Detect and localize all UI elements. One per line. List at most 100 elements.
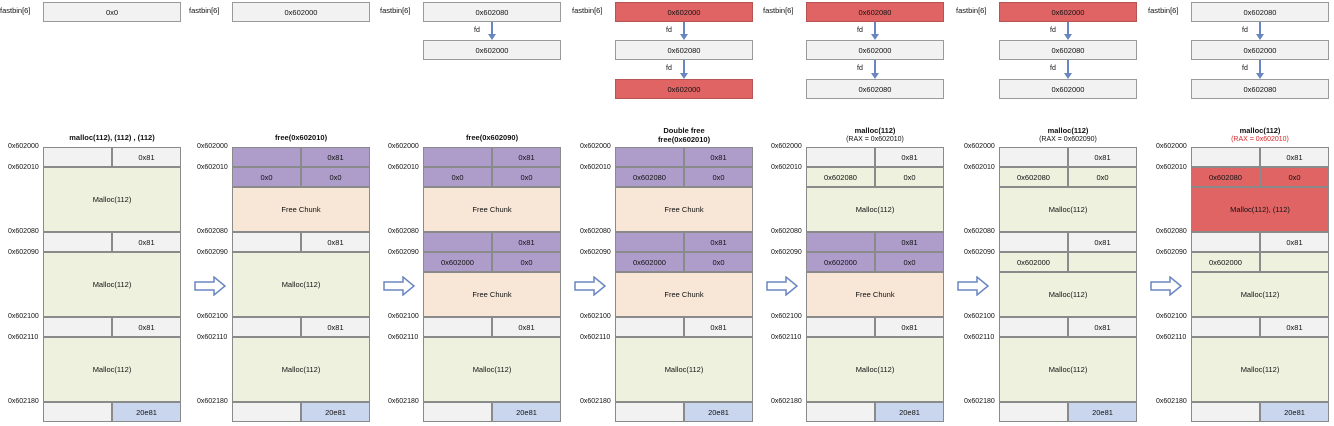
address-label: 0x602100 (197, 313, 228, 320)
address-label: 0x602180 (771, 398, 802, 405)
fd-arrow-head (871, 34, 879, 40)
fd-label: fd (666, 65, 672, 72)
address-label: 0x602180 (197, 398, 228, 405)
memory-cell (423, 147, 492, 167)
address-label: 0x602110 (197, 334, 228, 341)
fd-link-line (1067, 22, 1069, 34)
panel-title: Double free (663, 126, 705, 135)
address-label: 0x602010 (580, 164, 611, 171)
memory-cell (423, 317, 492, 337)
address-label: 0x602110 (771, 334, 802, 341)
memory-cell (1260, 252, 1329, 272)
memory-cell (806, 232, 875, 252)
transition-arrow-icon (383, 276, 415, 296)
memory-cell: Malloc(112) (423, 337, 561, 402)
memory-cell: 20e81 (875, 402, 944, 422)
memory-cell: 20e81 (1260, 402, 1329, 422)
address-label: 0x602090 (197, 249, 228, 256)
fastbin-entry: 0x602080 (806, 79, 944, 99)
memory-cell: 0x81 (301, 317, 370, 337)
fastbin-entry: 0x602000 (806, 40, 944, 60)
address-label: 0x602080 (580, 228, 611, 235)
memory-cell: Malloc(112) (615, 337, 753, 402)
fastbin-label: fastbin[6] (380, 6, 411, 15)
memory-cell: 0x81 (684, 147, 753, 167)
address-label: 0x602080 (197, 228, 228, 235)
fd-arrow-head (1064, 73, 1072, 79)
memory-cell: 0x81 (112, 147, 181, 167)
fd-arrow-head (1064, 34, 1072, 40)
memory-cell (615, 147, 684, 167)
memory-cell: 20e81 (301, 402, 370, 422)
address-label: 0x602110 (964, 334, 995, 341)
memory-cell (999, 147, 1068, 167)
fastbin-label: fastbin[6] (763, 6, 794, 15)
memory-cell: Malloc(112) (1191, 272, 1329, 317)
memory-cell: 20e81 (1068, 402, 1137, 422)
panel-subtitle: free(0x602010) (657, 135, 711, 144)
fd-arrow-head (488, 34, 496, 40)
address-label: 0x602080 (388, 228, 419, 235)
address-label: 0x602000 (964, 143, 995, 150)
panel-title: malloc(112) (1047, 126, 1089, 135)
fd-link-line (1259, 22, 1261, 34)
memory-cell: 0x81 (112, 317, 181, 337)
address-label: 0x602100 (964, 313, 995, 320)
memory-cell (806, 147, 875, 167)
memory-cell: 0x602000 (1191, 252, 1260, 272)
fastbin-label: fastbin[6] (1148, 6, 1179, 15)
fd-arrow-head (871, 73, 879, 79)
memory-cell: 0x0 (684, 252, 753, 272)
memory-cell: 0x81 (875, 147, 944, 167)
transition-arrow-icon (957, 276, 989, 296)
transition-arrow-icon (574, 276, 606, 296)
memory-cell: 0x81 (301, 232, 370, 252)
address-label: 0x602090 (964, 249, 995, 256)
panel-title: free(0x602010) (274, 133, 328, 142)
memory-cell (43, 317, 112, 337)
memory-cell: 0x81 (492, 232, 561, 252)
memory-cell: Free Chunk (615, 187, 753, 232)
memory-cell: 0x602080 (615, 167, 684, 187)
fastbin-label: fastbin[6] (0, 6, 31, 15)
memory-cell: 0x602000 (423, 252, 492, 272)
memory-cell: 0x81 (1260, 147, 1329, 167)
transition-arrow-icon (194, 276, 226, 296)
memory-cell: Malloc(112) (43, 337, 181, 402)
address-label: 0x602100 (771, 313, 802, 320)
address-label: 0x602110 (388, 334, 419, 341)
memory-cell: Malloc(112) (43, 252, 181, 317)
memory-cell: Malloc(112), (112) (1191, 187, 1329, 232)
panel-title: malloc(112) (1239, 126, 1281, 135)
memory-cell (1068, 252, 1137, 272)
memory-cell (423, 232, 492, 252)
memory-cell: Free Chunk (615, 272, 753, 317)
fastbin-entry: 0x602080 (999, 40, 1137, 60)
address-label: 0x602080 (771, 228, 802, 235)
panel-subtitle: (RAX = 0x602010) (846, 136, 904, 143)
address-label: 0x602110 (1156, 334, 1187, 341)
memory-cell (1191, 147, 1260, 167)
memory-cell: 0x0 (1068, 167, 1137, 187)
memory-cell: 0x0 (423, 167, 492, 187)
memory-cell: 0x81 (1260, 232, 1329, 252)
memory-cell: Malloc(112) (806, 187, 944, 232)
address-label: 0x602110 (8, 334, 39, 341)
memory-cell (999, 232, 1068, 252)
fastbin-entry: 0x602080 (1191, 79, 1329, 99)
address-label: 0x602000 (771, 143, 802, 150)
address-label: 0x602090 (388, 249, 419, 256)
memory-cell: 0x602080 (999, 167, 1068, 187)
fastbin-entry: 0x602000 (615, 2, 753, 22)
memory-cell: Free Chunk (806, 272, 944, 317)
fastbin-label: fastbin[6] (956, 6, 987, 15)
address-label: 0x602090 (8, 249, 39, 256)
memory-cell: 0x0 (492, 252, 561, 272)
memory-cell: 0x81 (492, 147, 561, 167)
transition-arrow-icon (1150, 276, 1182, 296)
memory-cell: 0x602080 (1191, 167, 1260, 187)
fd-label: fd (857, 65, 863, 72)
address-label: 0x602010 (197, 164, 228, 171)
address-label: 0x602080 (8, 228, 39, 235)
memory-cell: Malloc(112) (1191, 337, 1329, 402)
